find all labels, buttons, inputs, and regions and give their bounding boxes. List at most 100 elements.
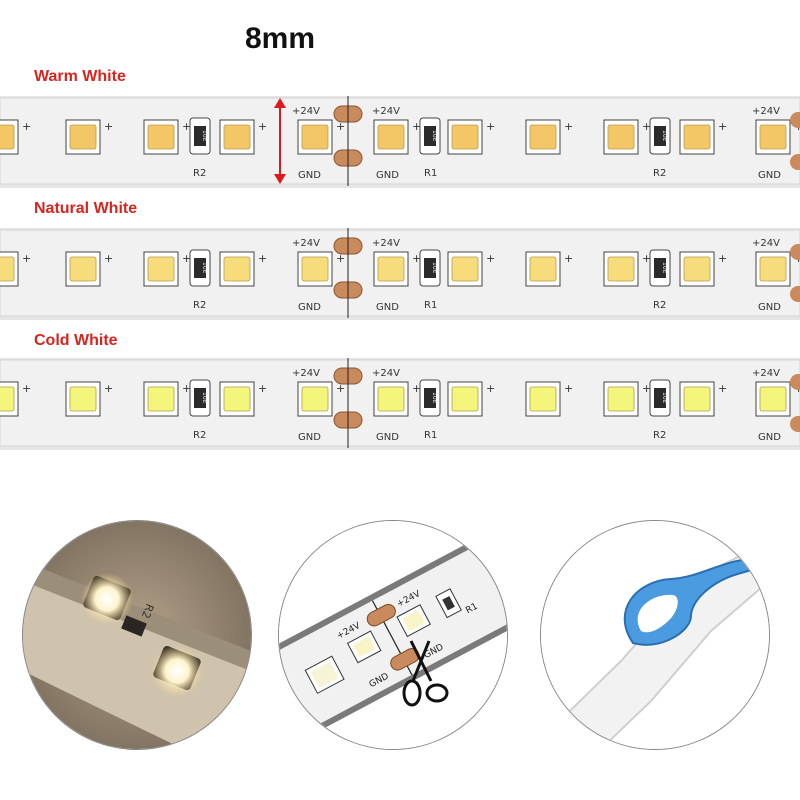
r2-label: R2 — [193, 168, 206, 179]
led-chip — [683, 386, 711, 412]
led-chip — [69, 386, 97, 412]
polarity-plus: + — [104, 382, 113, 395]
resistor-code: 10E — [661, 130, 668, 142]
gnd-label: GND — [376, 302, 399, 313]
copper-pad-edge — [790, 286, 800, 302]
resistor-code: 10E — [201, 392, 208, 404]
polarity-plus: + — [642, 252, 651, 265]
copper-pad-edge — [790, 244, 800, 260]
resistor-code: 10E — [201, 262, 208, 274]
led-chip — [223, 124, 251, 150]
copper-pad-edge — [790, 416, 800, 432]
copper-pad-edge — [790, 112, 800, 128]
gnd-label: GND — [298, 170, 321, 181]
r2-label: R2 — [653, 430, 666, 441]
led-strip-natural-white: +++10ER2++24V+GND+24V+GND10ER1+++10ER2++… — [0, 228, 800, 320]
led-chip — [683, 124, 711, 150]
led-chip — [759, 256, 787, 282]
r1-label: R1 — [424, 300, 437, 311]
resistor-body — [654, 126, 666, 146]
polarity-plus: + — [564, 382, 573, 395]
led-chip — [0, 124, 15, 150]
strip-label-warm-white: Warm White — [34, 68, 126, 85]
resistor-code: 10E — [431, 130, 438, 142]
polarity-plus: + — [486, 252, 495, 265]
resistor-code: 10E — [661, 392, 668, 404]
gnd-label: GND — [298, 432, 321, 443]
led-chip — [377, 386, 405, 412]
closeup-r2-label: R2 — [139, 602, 157, 620]
plus24v-label: +24V — [372, 106, 400, 117]
resistor-code: 10E — [201, 130, 208, 142]
led-chip — [69, 256, 97, 282]
polarity-plus: + — [22, 382, 31, 395]
polarity-plus: + — [718, 382, 727, 395]
gnd-label: GND — [298, 302, 321, 313]
width-title: 8mm — [244, 22, 316, 55]
resistor-code: 10E — [661, 262, 668, 274]
polarity-plus: + — [22, 252, 31, 265]
polarity-plus: + — [22, 120, 31, 133]
resistor-code: 10E — [431, 262, 438, 274]
polarity-plus: + — [718, 120, 727, 133]
cut-point-closeup: +24V +24V GND GND R1 — [278, 520, 508, 750]
polarity-plus: + — [336, 382, 345, 395]
led-chip — [451, 124, 479, 150]
r1-label: R1 — [424, 430, 437, 441]
strip-label-natural-white: Natural White — [34, 200, 138, 217]
arrow-head-up — [274, 98, 286, 108]
polarity-plus: + — [412, 252, 421, 265]
polarity-plus: + — [182, 120, 191, 133]
led-chip — [147, 256, 175, 282]
gnd-label: GND — [758, 302, 781, 313]
led-strip-cold-white: +++10ER2++24V+GND+24V+GND10ER1+++10ER2++… — [0, 358, 800, 450]
led-chip — [607, 386, 635, 412]
led-chip — [377, 256, 405, 282]
lit-led-closeup: R2 — [22, 520, 252, 750]
polarity-plus: + — [258, 382, 267, 395]
polarity-plus: + — [336, 120, 345, 133]
polarity-plus: + — [642, 382, 651, 395]
led-chip — [377, 124, 405, 150]
resistor-body — [654, 258, 666, 278]
polarity-plus: + — [104, 252, 113, 265]
polarity-plus: + — [258, 252, 267, 265]
gnd-label: GND — [376, 170, 399, 181]
led-chip — [759, 124, 787, 150]
resistor-body — [654, 388, 666, 408]
led-chip — [223, 386, 251, 412]
polarity-plus: + — [412, 120, 421, 133]
led-chip — [147, 124, 175, 150]
r2-label: R2 — [653, 168, 666, 179]
closeup-r1-label: R1 — [464, 602, 479, 616]
polarity-plus: + — [564, 252, 573, 265]
led-chip — [0, 256, 15, 282]
arrow-head-down — [274, 174, 286, 184]
led-chip — [529, 256, 557, 282]
resistor-body — [194, 388, 206, 408]
resistor-body — [424, 126, 436, 146]
copper-pad-edge — [790, 154, 800, 170]
resistor-body — [424, 388, 436, 408]
led-chip — [223, 256, 251, 282]
plus24v-label: +24V — [372, 368, 400, 379]
plus24v-label: +24V — [752, 368, 780, 379]
polarity-plus: + — [412, 382, 421, 395]
resistor-body — [194, 258, 206, 278]
led-chip — [0, 386, 15, 412]
led-chip — [607, 256, 635, 282]
gnd-label: GND — [758, 432, 781, 443]
plus24v-label: +24V — [292, 368, 320, 379]
resistor-body — [194, 126, 206, 146]
plus24v-label: +24V — [372, 238, 400, 249]
polarity-plus: + — [486, 382, 495, 395]
resistor-body — [424, 258, 436, 278]
led-strip-warm-white: +++10ER2++24V+GND+24V+GND10ER1+++10ER2++… — [0, 96, 800, 188]
led-chip — [529, 386, 557, 412]
strip-label-cold-white: Cold White — [34, 332, 118, 349]
polarity-plus: + — [718, 252, 727, 265]
led-chip — [301, 256, 329, 282]
scissors-icon — [402, 640, 449, 707]
led-chip — [301, 386, 329, 412]
led-chip — [529, 124, 557, 150]
